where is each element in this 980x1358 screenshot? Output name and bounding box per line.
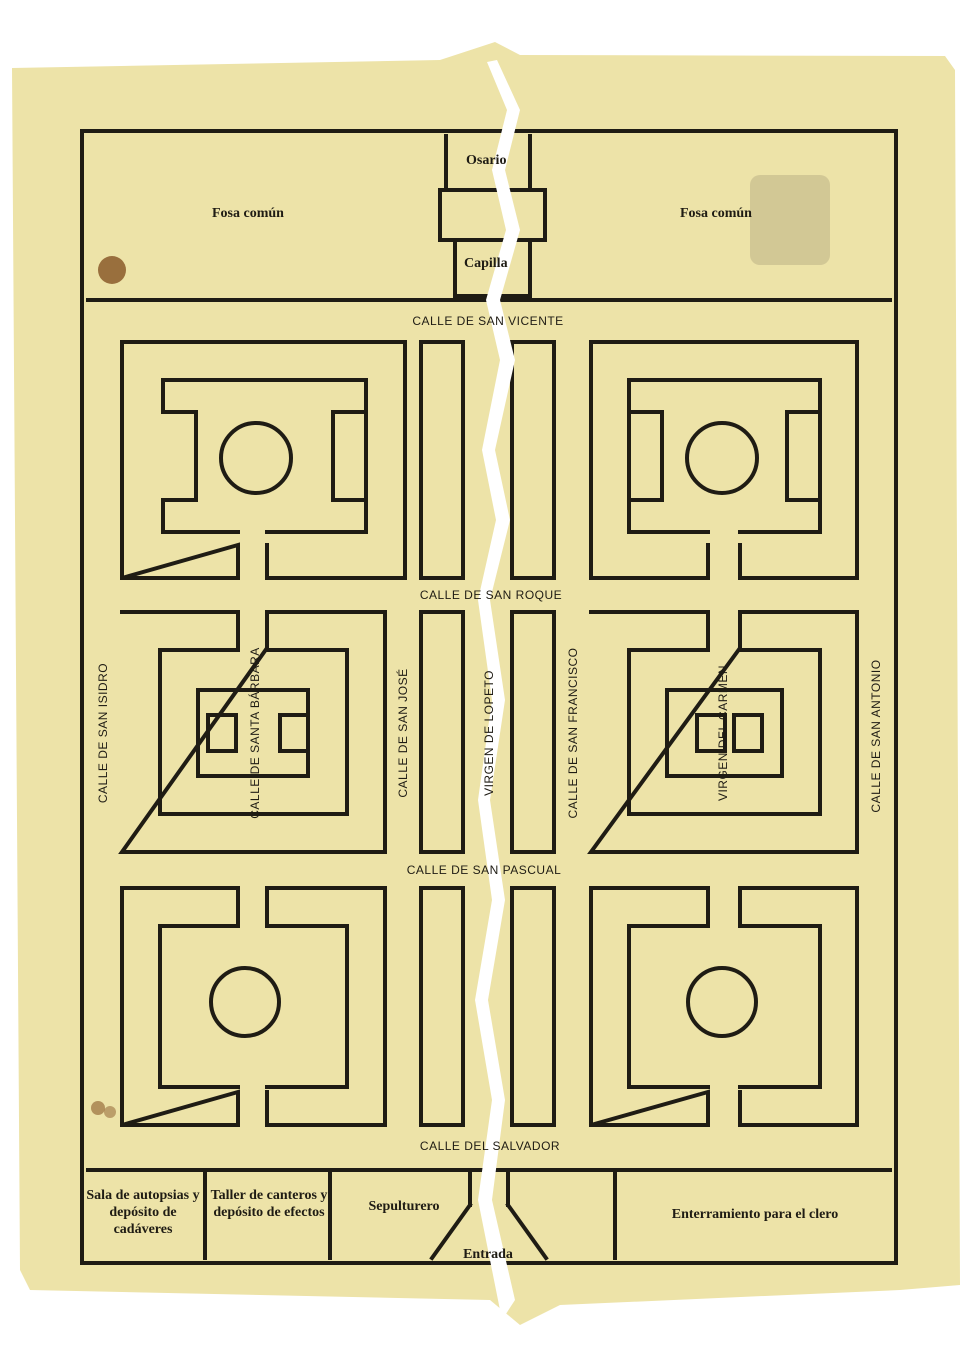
block-r1-left: [120, 340, 407, 580]
street-san-isidro: CALLE DE SAN ISIDRO: [96, 662, 110, 804]
street-san-antonio: CALLE DE SAN ANTONIO: [869, 659, 883, 813]
entrance-label: Entrada: [463, 1247, 513, 1262]
paper-background: [12, 42, 960, 1325]
block-r2-left: [118, 610, 387, 854]
bar-r2-1: [419, 610, 465, 854]
bar-r1-2: [510, 340, 556, 580]
bar-r3-2: [510, 886, 556, 1127]
stain: [104, 1106, 116, 1118]
street-san-pascual: CALLE DE SAN PASCUAL: [406, 863, 562, 877]
room-autopsias: Sala de autopsias y depósito de cadávere…: [86, 1188, 200, 1237]
street-san-roque: CALLE DE SAN ROQUE: [419, 588, 563, 602]
osario-label: Osario: [466, 153, 507, 168]
stain: [98, 256, 126, 284]
paper-tear: [475, 60, 520, 1320]
stain: [91, 1101, 105, 1115]
capilla-label: Capilla: [464, 256, 508, 271]
room-clero: Enterramiento para el clero: [671, 1207, 839, 1222]
block-r1-right: [589, 340, 859, 580]
street-virgen-de-lopeto: VIRGEN DE LOPETO: [482, 670, 496, 796]
bar-r1-1: [419, 340, 465, 580]
fosa-comun-left-label: Fosa común: [212, 206, 284, 221]
outer-wall: [80, 129, 898, 1265]
block-r3-right: [589, 886, 859, 1127]
fosa-comun-right-label: Fosa común: [680, 206, 752, 221]
street-del-salvador: CALLE DEL SALVADOR: [419, 1139, 561, 1153]
room-sepulturero: Sepulturero: [368, 1199, 440, 1214]
room-taller: Taller de canteros y depósito de efectos: [210, 1188, 328, 1220]
street-san-vicente: CALLE DE SAN VICENTE: [412, 314, 564, 328]
street-san-francisco: CALLE DE SAN FRANCISCO: [566, 647, 580, 819]
bleed-through-watermark: [750, 175, 830, 265]
street-san-jose: CALLE DE SAN JOSÉ: [396, 668, 410, 798]
street-virgen-del-carmen: VIRGEN DEL CARMEN: [716, 664, 730, 802]
bar-r3-1: [419, 886, 465, 1127]
block-r2-right: [587, 610, 859, 854]
block-r3-left: [120, 886, 387, 1127]
street-santa-barbara: CALLE DE SANTA BÁRBARA: [248, 647, 262, 819]
bar-r2-2: [510, 610, 556, 854]
